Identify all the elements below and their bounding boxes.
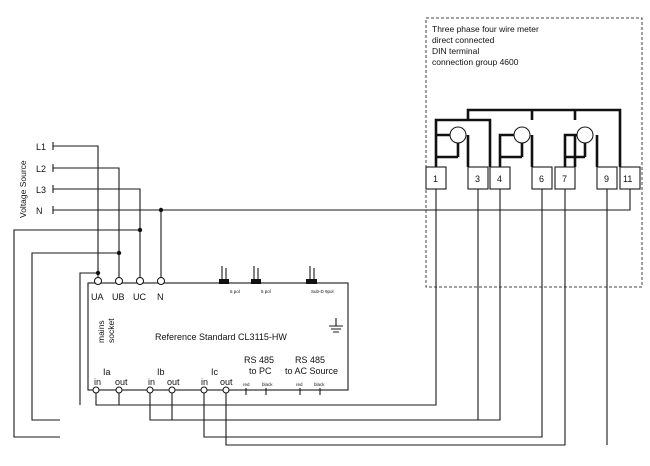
pulse-connector-2: 5 pol: [251, 266, 271, 294]
rs485-contacts: [245, 388, 321, 395]
terminal-uc: UC: [133, 292, 146, 302]
junction-n: [158, 207, 164, 213]
meter-internal-wiring: [434, 108, 622, 167]
current-ib-out: out: [167, 377, 180, 387]
junction-uc: [137, 227, 143, 233]
rs485-pc-line1: RS 485: [244, 355, 274, 365]
socket-ia-out: [115, 386, 123, 394]
wire-ic-out: [225, 189, 566, 446]
rs485-ac-line1: RS 485: [295, 355, 325, 365]
socket-ic-out: [222, 386, 230, 394]
junction-ua: [95, 270, 101, 276]
wire-n-to-n: [53, 189, 631, 211]
rs485-ac-line2: to AC Source: [285, 366, 338, 376]
meter-terminal-4: 4: [497, 174, 502, 184]
current-ia-out: out: [115, 377, 128, 387]
meter-terminal-1: 1: [433, 174, 438, 184]
socket-ib-out: [168, 386, 176, 394]
wire-ia-in: [95, 189, 437, 406]
current-group-ia: Ia: [103, 367, 111, 377]
current-group-ib: Ib: [157, 367, 165, 377]
meter-terminal-9: 9: [604, 174, 609, 184]
meter-element-1-coil: [449, 126, 467, 144]
current-ib-in: in: [148, 377, 155, 387]
meter-terminal-11: 11: [623, 174, 632, 184]
meter-title-line-3: DIN terminal: [432, 46, 479, 56]
meter-title-line-1: Three phase four wire meter: [432, 24, 539, 34]
terminal-ub-socket: [115, 277, 123, 285]
socket-ic-in: [200, 386, 208, 394]
socket-ia-in: [92, 386, 100, 394]
wiring: [13, 145, 631, 446]
meter-element-2-coil: [513, 126, 531, 144]
terminal-uc-socket: [136, 277, 144, 285]
meter-terminal-3: 3: [475, 174, 480, 184]
current-ic-out: out: [220, 377, 233, 387]
meter-terminal-6: 6: [539, 174, 544, 184]
wire-ub-tap: [31, 252, 119, 421]
source-line-l3: L3: [36, 185, 46, 195]
pulse-connector-3-label: Sub-D 9pol: [311, 289, 334, 294]
reference-standard-title: Reference Standard CL3115-HW: [155, 332, 287, 342]
meter: Three phase four wire meter direct conne…: [425, 17, 643, 288]
wire-l3-to-uc: [53, 188, 141, 277]
terminal-ua-socket: [94, 277, 102, 285]
wire-l2-to-ub: [53, 167, 120, 277]
meter-title-line-4: connection group 4600: [432, 57, 519, 67]
source-line-n: N: [36, 206, 43, 216]
reference-standard: UA UB UC N mains socket Reference Standa…: [87, 266, 349, 395]
meter-terminal-7: 7: [562, 174, 567, 184]
meter-coil-links: [456, 135, 599, 167]
current-ia-in: in: [94, 377, 101, 387]
socket-label: socket: [106, 318, 116, 343]
wire-ib-out: [171, 189, 501, 421]
meter-title-line-2: direct connected: [432, 35, 495, 45]
pulse-connector-1: 5 pol: [219, 266, 240, 294]
wire-ic-in: [203, 189, 543, 438]
meter-boundary: [425, 17, 643, 288]
pulse-connector-2-label: 5 pol: [261, 289, 271, 294]
source-line-l1: L1: [36, 142, 46, 152]
source-line-l2: L2: [36, 164, 46, 174]
terminal-n: N: [157, 292, 164, 302]
terminal-ub: UB: [112, 292, 125, 302]
current-group-ic: Ic: [211, 367, 219, 377]
wire-l1-to-ua: [53, 145, 99, 277]
ground-symbol: [329, 318, 343, 333]
rs485-pc-red: red: [243, 382, 250, 387]
mains-label: mains: [96, 320, 106, 343]
voltage-source: Voltage Source L1 L2 L3 N: [18, 142, 54, 218]
rs485-ac-black: black: [314, 382, 325, 387]
wire-uc-tap: [13, 229, 140, 438]
voltage-source-label: Voltage Source: [18, 160, 28, 218]
wire-ua-tap: [79, 272, 98, 405]
pulse-connector-3: Sub-D 9pol: [306, 266, 334, 294]
terminal-ua: UA: [91, 292, 104, 302]
rs485-pc-line2: to PC: [249, 366, 272, 376]
reference-standard-body: [87, 282, 349, 391]
current-ic-in: in: [201, 377, 208, 387]
junction-ub: [116, 250, 122, 256]
rs485-ac-red: red: [296, 382, 303, 387]
meter-element-3-coil: [576, 126, 594, 144]
terminal-n-socket: [157, 277, 165, 285]
rs485-pc-black: black: [262, 382, 273, 387]
socket-ib-in: [146, 386, 154, 394]
pulse-connector-1-label: 5 pol: [230, 289, 240, 294]
